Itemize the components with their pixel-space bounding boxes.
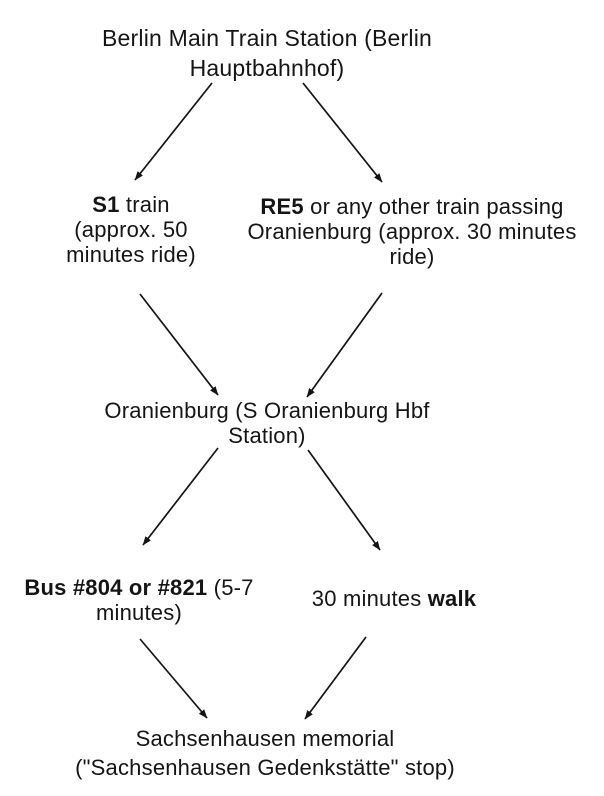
node-text-line: Sachsenhausen memorial — [135, 726, 395, 751]
node-text-line: Oranienburg (S Oranienburg Hbf — [104, 398, 430, 423]
node-text-line: Station) — [228, 423, 306, 448]
arrow-oranienburg-to-walk — [307, 449, 381, 551]
node-text-line: minutes) — [96, 600, 182, 625]
node-text-line: (approx. 50 — [74, 217, 188, 242]
arrow-s1-to-oranienburg — [139, 293, 219, 396]
node-text-line: ride) — [389, 244, 435, 269]
node-text-line: S1 train — [92, 192, 170, 217]
node-text-line: 30 minutes walk — [311, 586, 477, 611]
node-text-line: ("Sachsenhausen Gedenkstätte" stop) — [75, 755, 455, 780]
node-text-line: minutes ride) — [66, 242, 196, 267]
arrow-re5-to-oranienburg — [306, 292, 383, 398]
node-text-line: Oranienburg (approx. 30 minutes — [247, 219, 577, 244]
arrow-bus-to-memorial — [139, 638, 208, 719]
node-text-line: Bus #804 or #821 (5-7 — [24, 575, 254, 600]
arrow-oranienburg-to-bus — [142, 447, 219, 546]
arrow-hbf-to-s1 — [134, 82, 213, 181]
arrow-walk-to-memorial — [304, 636, 367, 720]
node-text-line: RE5 or any other train passing — [260, 194, 564, 219]
node-text-line: Hauptbahnhof) — [189, 55, 345, 81]
arrow-hbf-to-re5 — [302, 82, 383, 183]
node-text-line: Berlin Main Train Station (Berlin — [101, 25, 433, 51]
node-sachsenhausen-memorial: Sachsenhausen memorial ("Sachsenhausen Ge… — [75, 724, 455, 782]
node-30-minutes-walk: 30 minutes walk — [312, 586, 476, 611]
